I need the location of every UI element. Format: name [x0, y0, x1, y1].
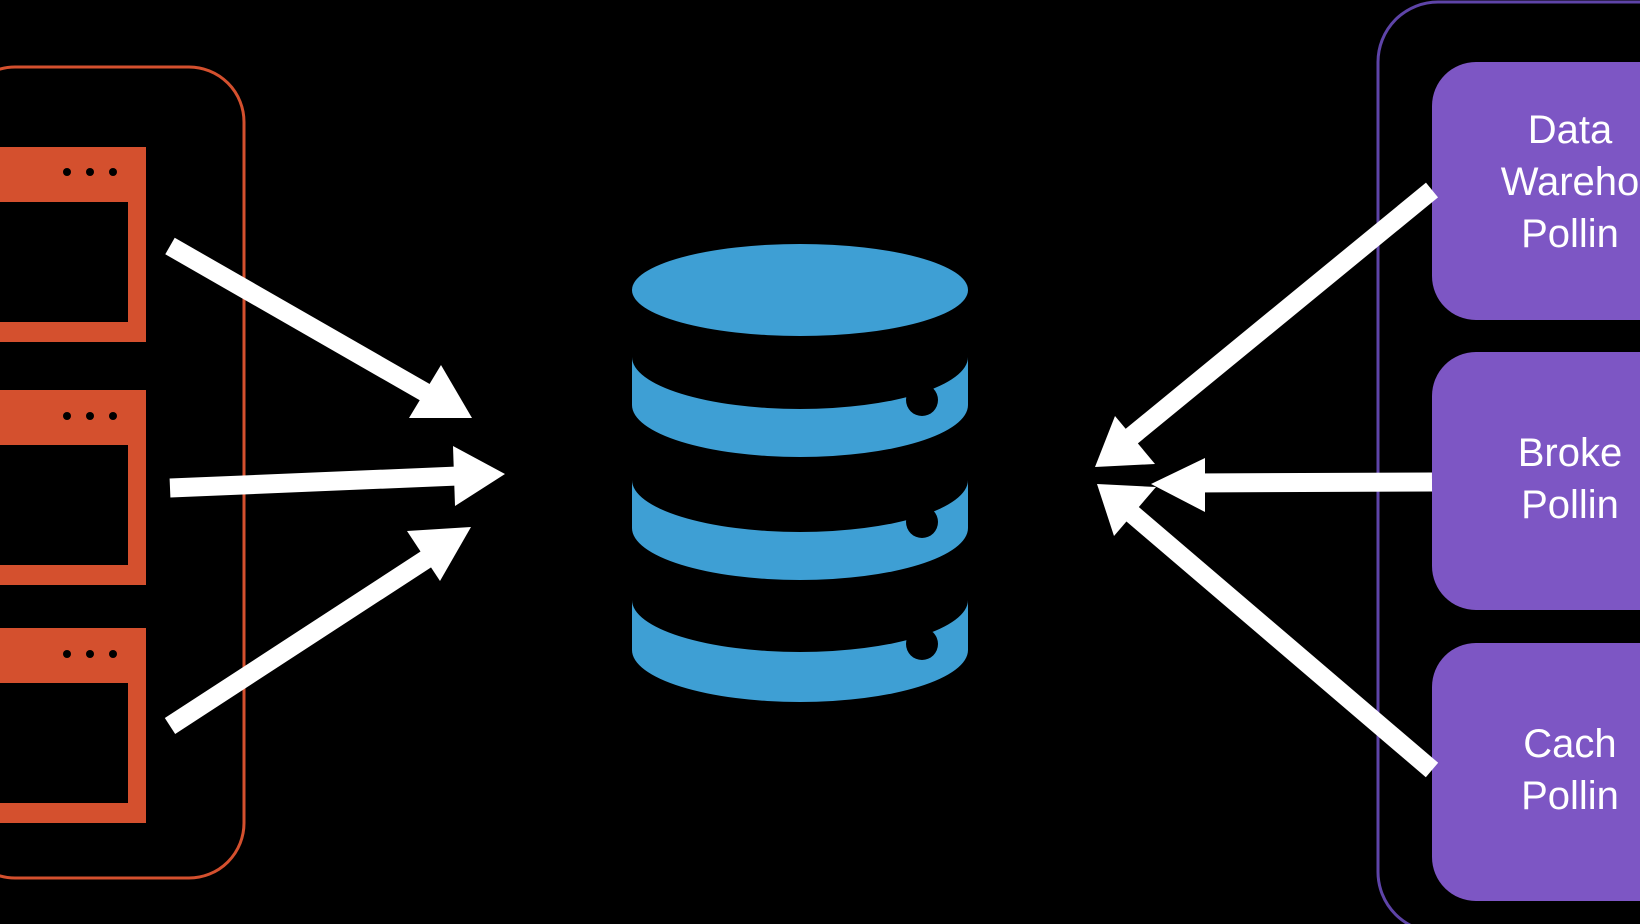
- window-dot: [109, 168, 117, 176]
- database-lid: [632, 244, 968, 336]
- consumer-label-line: Pollin: [1521, 212, 1619, 256]
- producer-window-1: [0, 147, 146, 342]
- window-dot: [86, 412, 94, 420]
- browser-window-body: [0, 445, 128, 565]
- arrow-head: [1097, 484, 1156, 536]
- database-icon: [632, 244, 968, 702]
- window-dot: [86, 168, 94, 176]
- window-dot: [63, 168, 71, 176]
- database-indicator-dot: [906, 628, 938, 660]
- database-indicator-dot: [906, 384, 938, 416]
- consumer-label-data-warehouse: Data Wareho Pollin: [1480, 104, 1640, 260]
- consumer-label-line: Pollin: [1521, 774, 1619, 818]
- window-dot: [86, 650, 94, 658]
- window-dot: [109, 650, 117, 658]
- consumer-label-broker: Broke Pollin: [1480, 427, 1640, 531]
- arrow-head: [453, 446, 505, 506]
- producer-group-border: [0, 65, 246, 880]
- arrows-producers-to-database: [164, 237, 505, 734]
- consumer-label-line: Wareho: [1500, 160, 1640, 204]
- arrow-head: [1095, 416, 1155, 467]
- arrow-head: [409, 365, 472, 418]
- database-indicator-dot: [906, 506, 938, 538]
- browser-window-body: [0, 202, 128, 322]
- producer-window-2: [0, 390, 146, 585]
- consumer-label-cache: Cach Pollin: [1480, 718, 1640, 822]
- consumer-label-line: Pollin: [1521, 483, 1619, 527]
- browser-window-body: [0, 683, 128, 803]
- arrow-shaft: [164, 550, 434, 734]
- arrow-head: [1151, 458, 1205, 512]
- producer-window-3: [0, 628, 146, 823]
- database-layer-middle: [632, 480, 968, 580]
- arrow-shaft: [165, 237, 433, 403]
- consumer-label-line: Broke: [1517, 431, 1623, 475]
- consumer-label-line: Data: [1527, 108, 1613, 152]
- consumer-label-line: Cach: [1523, 722, 1617, 766]
- database-layer-top: [632, 357, 968, 457]
- consumer-box-data-warehouse: [1432, 62, 1640, 320]
- consumer-box-broker: [1432, 352, 1640, 610]
- arrow-head: [407, 527, 471, 581]
- arrow-shaft: [1187, 472, 1433, 493]
- arrow-shaft: [1120, 182, 1439, 448]
- consumer-group-border: [1376, 0, 1640, 924]
- database-layer-bottom: [632, 600, 968, 702]
- arrows-consumers-to-database: [1095, 182, 1439, 778]
- window-dot: [63, 650, 71, 658]
- arrow-shaft: [169, 466, 459, 498]
- consumer-box-cache: [1432, 643, 1640, 901]
- arrow-shaft: [1123, 504, 1439, 778]
- window-dot: [109, 412, 117, 420]
- window-dot: [63, 412, 71, 420]
